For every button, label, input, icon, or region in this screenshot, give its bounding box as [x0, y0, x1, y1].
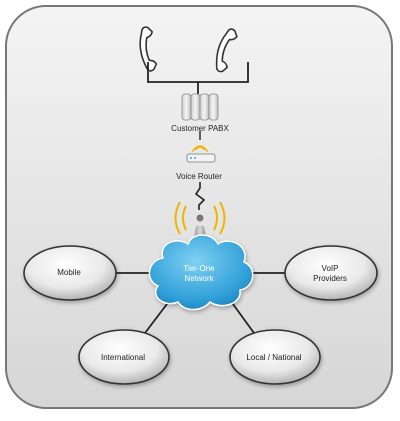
mobile-label: Mobile [57, 268, 81, 277]
tier-one-network-cloud [148, 234, 254, 311]
phone-handset-icon [139, 26, 158, 72]
voip-label-line2: Providers [313, 274, 347, 283]
router-label: Voice Router [176, 172, 222, 181]
server-rack-icon [181, 93, 219, 121]
phone-handset-icon [215, 28, 238, 73]
local-national-label: Local / National [246, 353, 302, 362]
network-links [116, 272, 285, 334]
mobile-node [23, 245, 117, 301]
router-antenna-link [194, 182, 206, 210]
cloud-label-line2: Network [184, 274, 214, 283]
pabx-label: Customer PABX [171, 124, 229, 133]
voip-providers-node [284, 245, 378, 301]
cloud-label-line1: Tier-One [183, 264, 215, 273]
international-node [78, 329, 170, 385]
international-label: International [100, 353, 146, 362]
phone-wiring [147, 62, 249, 94]
local-national-node [229, 329, 321, 385]
voip-label-line1: VoIP [321, 264, 339, 273]
router-icon [186, 145, 216, 163]
